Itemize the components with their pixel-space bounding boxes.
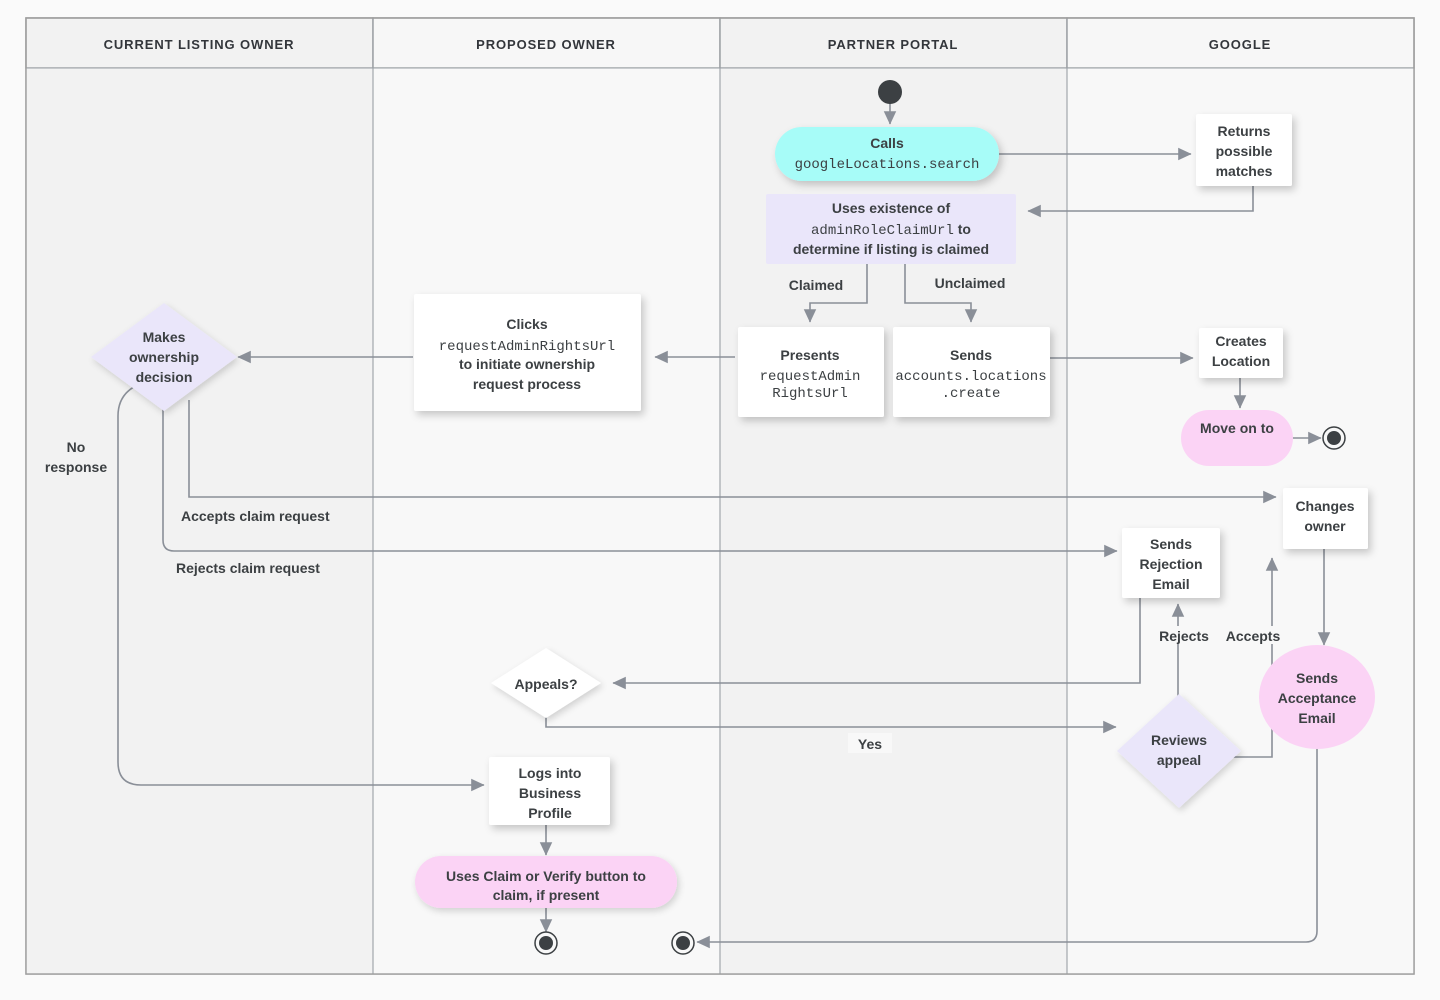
node-makesdecision-line3: decision <box>136 369 193 385</box>
edge-acceptanceemail-to-endpartner <box>696 736 1318 949</box>
node-sends-accounts-locations-create[interactable] <box>893 327 1050 417</box>
node-usesclaim-line2: claim, if present <box>493 887 600 903</box>
node-sends-rejection-email[interactable] <box>1122 528 1220 598</box>
node-clicks-line3: to initiate ownership <box>459 356 595 372</box>
node-returns-line2: possible <box>1216 143 1273 159</box>
node-createslocation-line1: Creates <box>1215 333 1267 349</box>
edge-label-rejects: Rejects <box>1159 628 1209 644</box>
node-rejectionemail-line2: Rejection <box>1139 556 1202 572</box>
node-calls-line1: Calls <box>870 135 904 151</box>
node-appeals-decision[interactable] <box>491 648 601 718</box>
edge-layer <box>117 103 1331 949</box>
node-returns-line1: Returns <box>1218 123 1271 139</box>
node-returns-possible-matches[interactable] <box>1196 114 1292 186</box>
node-moveonto-label: Move on to <box>1200 420 1274 436</box>
edge-rejectionemail-to-appeals <box>612 598 1141 690</box>
node-changesowner-line1: Changes <box>1295 498 1354 514</box>
edge-label-no-response-line2: response <box>45 459 107 475</box>
node-acceptanceemail-line3: Email <box>1298 710 1335 726</box>
node-reviews-appeal[interactable] <box>1117 694 1241 808</box>
edge-label-no-response-line1: No <box>67 439 86 455</box>
edge-label-claimed: Claimed <box>789 277 843 293</box>
lane-label-current-listing-owner: CURRENT LISTING OWNER <box>104 37 295 52</box>
edge-decision-rejects-to-rejectionemail <box>162 400 1118 558</box>
end-node-proposed-owner <box>534 931 558 955</box>
node-changesowner-line2: owner <box>1304 518 1346 534</box>
node-changes-owner[interactable] <box>1283 488 1368 549</box>
node-sendscreate-line3: .create <box>942 386 1001 402</box>
node-move-on-to[interactable] <box>1181 410 1293 466</box>
lane-body-current-listing-owner <box>26 68 373 974</box>
node-acceptanceemail-line1: Sends <box>1296 670 1338 686</box>
node-uses-claim-or-verify-button[interactable] <box>415 856 677 908</box>
edge-uses-to-sends-create <box>904 264 978 323</box>
edge-decision-noresponse-to-logsinto <box>117 382 485 792</box>
node-makesdecision-line1: Makes <box>143 329 186 345</box>
node-calls-google-locations-search[interactable] <box>775 127 999 181</box>
node-clicks-line1: Clicks <box>506 316 547 332</box>
node-uses-existence-line2-tail: to <box>954 221 971 237</box>
node-sendscreate-line1: Sends <box>950 347 992 363</box>
node-presents-line3: RightsUrl <box>772 386 848 402</box>
node-rejectionemail-line1: Sends <box>1150 536 1192 552</box>
end-node-partner-portal <box>671 931 695 955</box>
node-presents-line1: Presents <box>780 347 839 363</box>
edge-label-accepts-claim-request: Accepts claim request <box>181 508 330 524</box>
node-clicks-line4: request process <box>473 376 581 392</box>
node-usesclaim-line1: Uses Claim or Verify button to <box>446 868 646 884</box>
end-node-google <box>1322 426 1346 450</box>
node-makes-ownership-decision[interactable] <box>91 303 237 411</box>
node-reviewsappeal-line2: appeal <box>1157 752 1201 768</box>
edge-label-rejects-claim-request: Rejects claim request <box>176 560 320 576</box>
node-uses-existence-adminroleclaimurl[interactable] <box>766 194 1016 264</box>
edge-decision-accepts-to-changesowner <box>188 400 1277 504</box>
lane-header-proposed-owner <box>372 17 721 69</box>
node-createslocation-line2: Location <box>1212 353 1270 369</box>
node-logs-into-business-profile[interactable] <box>489 757 610 825</box>
node-uses-existence-line2-code: adminRoleClaimUrl <box>811 223 954 239</box>
edge-label-accepts: Accepts <box>1226 628 1281 644</box>
node-uses-existence-line3: determine if listing is claimed <box>793 241 989 257</box>
node-logsinto-line1: Logs into <box>519 765 582 781</box>
lane-label-proposed-owner: PROPOSED OWNER <box>476 37 616 52</box>
edge-label-yes: Yes <box>858 736 882 752</box>
node-logsinto-line3: Profile <box>528 805 572 821</box>
node-acceptanceemail-line2: Acceptance <box>1278 690 1357 706</box>
node-sends-acceptance-email[interactable] <box>1259 645 1375 749</box>
swimlane-grid: CURRENT LISTING OWNER PROPOSED OWNER PAR… <box>25 17 1415 975</box>
lane-label-partner-portal: PARTNER PORTAL <box>828 37 959 52</box>
node-clicks-line2: requestAdminRightsUrl <box>439 339 615 355</box>
edge-returns-to-uses <box>1027 186 1254 218</box>
node-uses-existence-line1: Uses existence of <box>832 200 951 216</box>
node-returns-line3: matches <box>1216 163 1273 179</box>
start-node <box>878 80 902 104</box>
node-creates-location[interactable] <box>1199 328 1283 378</box>
node-clicks-request-admin-rights-url[interactable] <box>414 294 641 411</box>
edge-label-unclaimed: Unclaimed <box>935 275 1006 291</box>
node-sendscreate-line2: accounts.locations <box>895 369 1046 385</box>
node-uses-existence-line2: adminRoleClaimUrl to <box>811 221 971 239</box>
lane-label-google: GOOGLE <box>1209 37 1271 52</box>
node-presents-line2: requestAdmin <box>760 369 861 385</box>
node-presents-request-admin-rights-url[interactable] <box>738 327 884 417</box>
node-reviewsappeal-line1: Reviews <box>1151 732 1207 748</box>
node-logsinto-line2: Business <box>519 785 581 801</box>
node-appeals-label: Appeals? <box>514 676 577 692</box>
node-makesdecision-line2: ownership <box>129 349 199 365</box>
edge-uses-to-presents <box>803 264 868 323</box>
node-calls-line2: googleLocations.search <box>795 157 980 173</box>
node-rejectionemail-line3: Email <box>1152 576 1189 592</box>
